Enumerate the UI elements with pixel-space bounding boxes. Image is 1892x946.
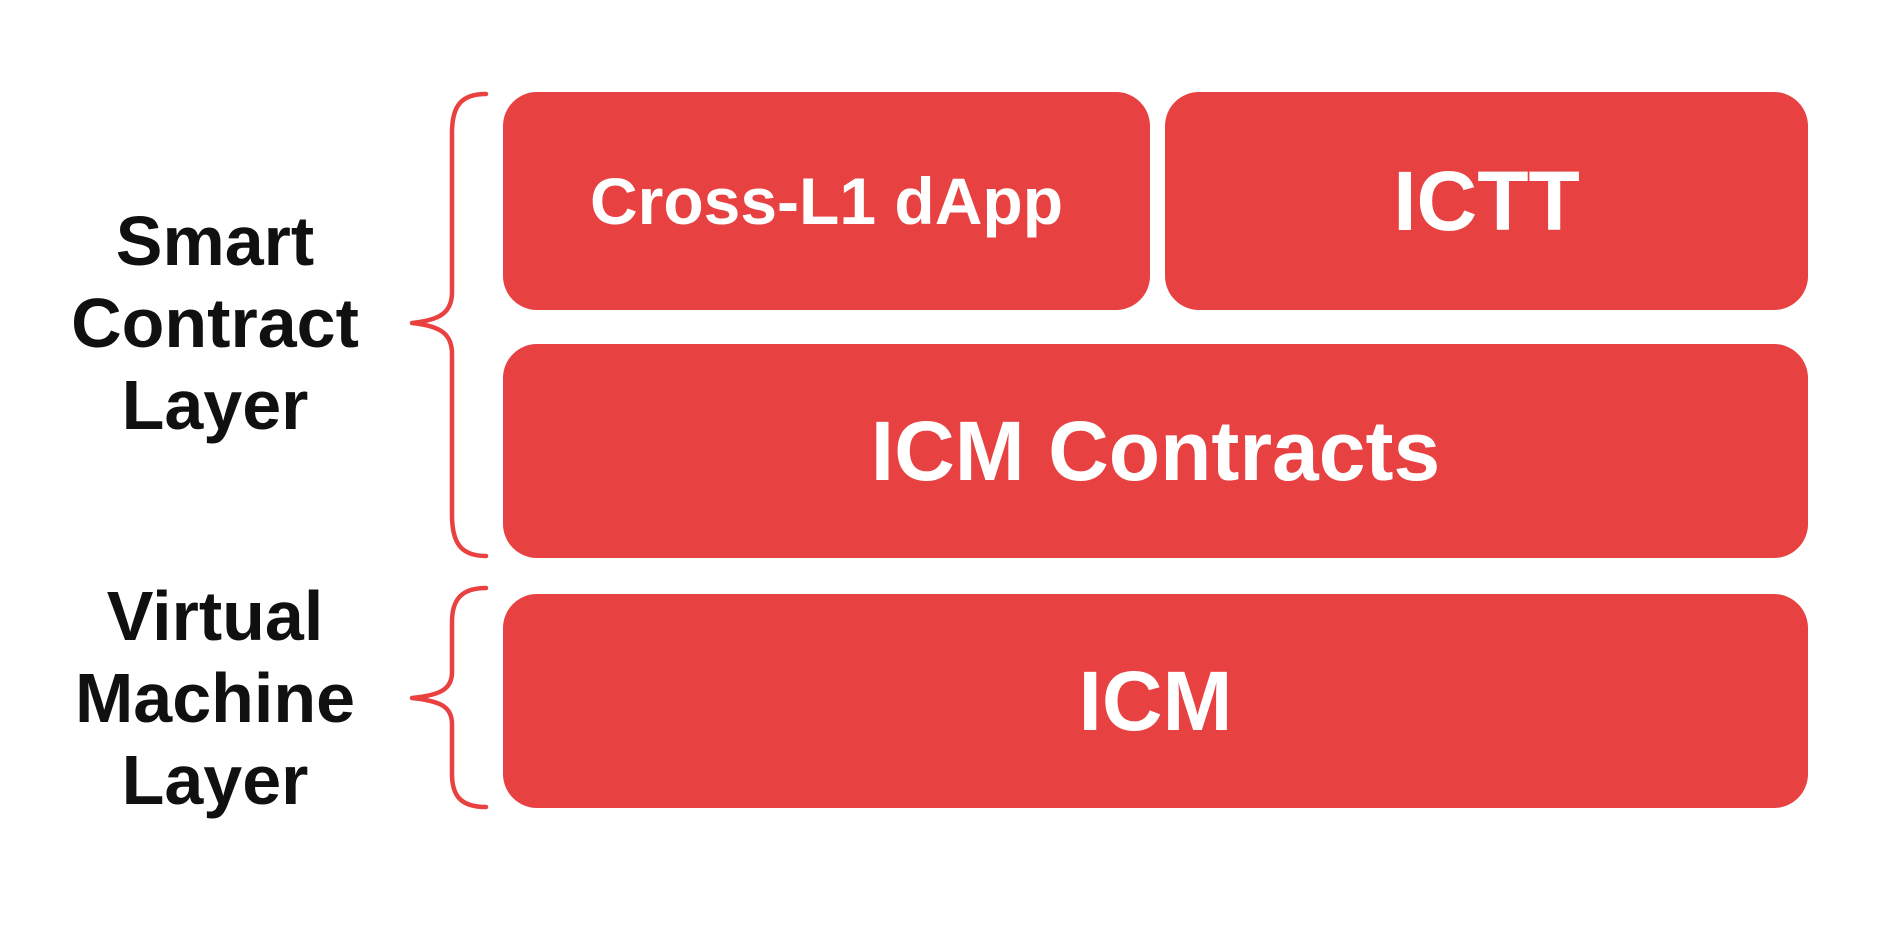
box-ictt: ICTT <box>1165 92 1808 310</box>
brace-icon <box>409 585 489 810</box>
brace-icon <box>409 91 489 559</box>
label-line: Contract <box>71 284 359 362</box>
label-line: Layer <box>121 366 309 444</box>
box-cross-l1-dapp: Cross-L1 dApp <box>503 92 1150 310</box>
smart-contract-layer-label: Smart Contract Layer <box>25 200 405 446</box>
box-label: ICM <box>1078 653 1233 748</box>
box-label: Cross-L1 dApp <box>589 164 1064 238</box>
label-line: Machine <box>74 659 356 737</box>
box-icm: ICM <box>503 594 1808 808</box>
box-icm-contracts: ICM Contracts <box>503 344 1808 558</box>
label-line: Smart <box>115 202 315 280</box>
box-label: ICTT <box>1393 153 1580 248</box>
box-label: ICM Contracts <box>870 403 1441 498</box>
label-line: Layer <box>121 741 309 819</box>
label-line: Virtual <box>106 577 324 655</box>
virtual-machine-layer-label: Virtual Machine Layer <box>25 575 405 821</box>
